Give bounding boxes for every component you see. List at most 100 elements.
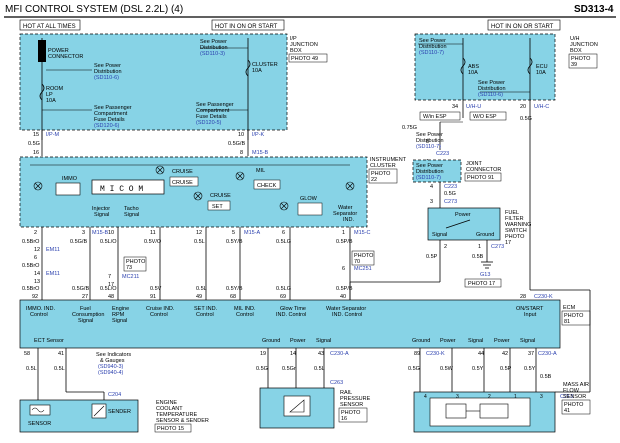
fuel-pin-1: 1 <box>478 244 481 250</box>
svg-text:M15-B: M15-B <box>252 150 269 156</box>
see-power-distribution-link-abs[interactable]: See Power Distribution (SD110-7) <box>419 38 447 56</box>
svg-text:PHOTO: PHOTO <box>564 402 584 408</box>
svg-text:0.5Y: 0.5Y <box>524 366 536 372</box>
cruise-set-lamp-icon <box>193 191 203 201</box>
water-separator-label: Water Separator IND. <box>333 205 357 223</box>
svg-text:Signal: Signal <box>78 318 93 324</box>
uh-junction-box <box>414 33 556 101</box>
svg-text:6: 6 <box>342 266 345 272</box>
svg-text:0.5P: 0.5P <box>500 366 512 372</box>
uh-pin-34: 34 <box>452 104 458 110</box>
svg-text:39: 39 <box>571 62 577 68</box>
immo-label: IMMO <box>62 176 78 182</box>
wo-esp-label: W/O ESP <box>473 114 497 120</box>
water-sep-lamp-icon <box>345 181 355 191</box>
see-power-distribution-link-esp[interactable]: See Power Distribution (SD110-7) <box>416 132 444 150</box>
svg-text:Fuse Details: Fuse Details <box>196 114 227 120</box>
svg-text:SENSOR: SENSOR <box>563 394 586 400</box>
svg-text:2: 2 <box>488 394 491 400</box>
cruise-set-label-1: CRUISE <box>210 193 231 199</box>
svg-text:91: 91 <box>150 294 156 300</box>
svg-text:28: 28 <box>520 294 526 300</box>
svg-text:Water: Water <box>338 205 353 211</box>
mil-label-2: CHECK <box>257 183 277 189</box>
cluster-output-wires <box>41 227 351 300</box>
svg-text:PHOTO: PHOTO <box>505 234 525 240</box>
svg-text:3: 3 <box>82 230 85 236</box>
svg-text:Tacho: Tacho <box>124 206 139 212</box>
wire-05g-esp: 0.5G <box>520 116 532 122</box>
see-power-distribution-link-ecu[interactable]: See Power Distribution (SD110-6) <box>478 80 506 98</box>
svg-text:Signal: Signal <box>112 318 127 324</box>
svg-text:58: 58 <box>24 351 30 357</box>
svg-text:70: 70 <box>354 259 360 265</box>
svg-text:(SD940-3): (SD940-3) <box>98 364 124 370</box>
w-in-esp-label: W/in ESP <box>423 114 447 120</box>
svg-text:Signal: Signal <box>520 338 535 344</box>
svg-text:JUNCTION: JUNCTION <box>570 42 598 48</box>
mil-lamp-icon <box>235 171 245 181</box>
svg-text:PHOTO 15: PHOTO 15 <box>157 426 184 432</box>
svg-text:JUNCTION: JUNCTION <box>290 42 318 48</box>
svg-text:3: 3 <box>540 394 543 400</box>
svg-text:0.5BrO: 0.5BrO <box>22 239 40 245</box>
ecm-box <box>19 299 561 349</box>
svg-text:Ground: Ground <box>412 338 430 344</box>
svg-text:(SD120-6): (SD120-6) <box>94 123 120 129</box>
svg-text:JOINT: JOINT <box>466 161 483 167</box>
svg-text:0.5BrO: 0.5BrO <box>22 263 40 269</box>
svg-text:EM11: EM11 <box>46 271 60 277</box>
svg-text:ECT Sensor: ECT Sensor <box>34 338 64 344</box>
svg-text:0.5L: 0.5L <box>314 366 325 372</box>
svg-text:M15-C: M15-C <box>354 230 371 236</box>
svg-text:(SD940-4): (SD940-4) <box>98 370 124 376</box>
svg-text:68: 68 <box>230 294 236 300</box>
svg-text:Separator: Separator <box>333 211 357 217</box>
svg-text:0.5G/B: 0.5G/B <box>72 286 89 292</box>
power-connector-label: POWER CONNECTOR <box>48 48 83 60</box>
svg-text:16: 16 <box>33 150 39 156</box>
svg-text:CLUSTER: CLUSTER <box>252 62 278 68</box>
svg-text:IND. Control: IND. Control <box>276 312 306 318</box>
ip-junction-box <box>19 33 288 131</box>
cluster-fuse-label: CLUSTER 10A <box>252 62 278 74</box>
svg-text:10A: 10A <box>46 98 56 104</box>
svg-text:0.5L: 0.5L <box>54 366 65 372</box>
svg-text:ECM: ECM <box>563 305 576 311</box>
fuel-filter-ground: Ground <box>476 232 494 238</box>
svg-text:42: 42 <box>502 351 508 357</box>
svg-text:41: 41 <box>58 351 64 357</box>
ecm-label: ECM PHOTO 81 <box>561 305 591 326</box>
see-passenger-fuse-link-1[interactable]: See Passenger Compartment Fuse Details (… <box>94 105 132 129</box>
svg-text:Compartment: Compartment <box>94 111 128 117</box>
svg-text:Distribution: Distribution <box>416 138 444 144</box>
joint-connector-box <box>412 159 462 183</box>
esp-c223: C223 <box>436 151 449 157</box>
svg-text:0.5G/B: 0.5G/B <box>228 141 245 147</box>
svg-text:0.5G: 0.5G <box>256 366 268 372</box>
see-power-distribution-link-2[interactable]: See Power Distribution (SD110-3) <box>200 39 228 57</box>
page-title: MFI CONTROL SYSTEM (DSL 2.2L) (4) <box>5 4 183 15</box>
see-power-distribution-link-joint[interactable]: See Power Distribution (SD110-7) <box>416 163 444 181</box>
fuel-filter-signal: Signal <box>432 232 447 238</box>
uh-u-connector: U/H-U <box>466 104 481 110</box>
cruise-label-1: CRUISE <box>172 169 193 175</box>
svg-text:2: 2 <box>34 230 37 236</box>
diagram-code: SD313-4 <box>574 4 614 15</box>
svg-text:I/P-M: I/P-M <box>46 132 60 138</box>
svg-text:C213: C213 <box>560 394 573 400</box>
see-passenger-fuse-link-2[interactable]: See Passenger Compartment Fuse Details (… <box>196 102 234 126</box>
see-power-distribution-link-1[interactable]: See Power Distribution (SD110-6) <box>94 63 122 81</box>
see-indicators-link[interactable]: See Indicators & Gauges (SD940-3) (SD940… <box>96 352 131 376</box>
cluster-fuse-symbol <box>245 59 251 77</box>
svg-text:17: 17 <box>505 240 511 246</box>
svg-text:SWITCH: SWITCH <box>505 228 527 234</box>
svg-text:(SD110-7): (SD110-7) <box>419 50 444 56</box>
joint-c223: C223 <box>444 184 457 190</box>
mc251-connector: PHOTO 70 6 MC251 <box>342 250 375 272</box>
joint-connector-label: JOINT CONNECTOR PHOTO 91 <box>464 161 501 182</box>
svg-text:Control: Control <box>236 312 254 318</box>
svg-text:(SD110-3): (SD110-3) <box>200 51 225 57</box>
svg-text:PHOTO: PHOTO <box>354 253 374 259</box>
svg-text:See Indicators: See Indicators <box>96 352 131 358</box>
